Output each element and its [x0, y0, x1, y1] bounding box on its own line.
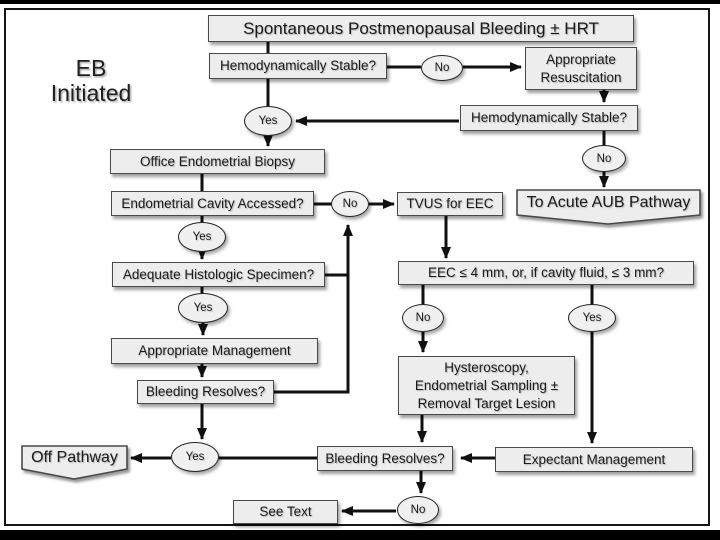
oval-yes-4: Yes: [568, 304, 616, 332]
off-pathway-shape: [21, 445, 128, 480]
arrow-bleeding1-up-to-no2: [274, 224, 353, 394]
oval-no-6: No: [397, 496, 439, 524]
plain-connectors: [200, 42, 606, 460]
node-adequate-histologic-specimen: Adequate Histologic Specimen?: [112, 262, 325, 287]
node-appropriate-management: Appropriate Management: [111, 338, 318, 364]
node-bleeding-resolves-2: Bleeding Resolves?: [317, 446, 453, 471]
oval-yes-5: Yes: [171, 442, 219, 472]
resuscitation-line2: Resuscitation: [540, 69, 622, 85]
oval-no-2: No: [331, 191, 369, 217]
label-off-pathway: Off Pathway: [31, 448, 118, 466]
hysteroscopy-line1: Hysteroscopy,: [444, 359, 529, 375]
oval-yes-2: Yes: [178, 222, 226, 252]
arrow-connectors: [130, 62, 609, 516]
oval-no-3: No: [582, 145, 626, 172]
label-acute-aub-pathway: To Acute AUB Pathway: [526, 193, 691, 211]
oval-yes-1: Yes: [244, 106, 292, 136]
eb-line2: Initiated: [50, 80, 132, 106]
node-endometrial-cavity-accessed: Endometrial Cavity Accessed?: [111, 191, 314, 216]
node-see-text: See Text: [233, 500, 338, 524]
eb-initiated-label: EB Initiated: [30, 56, 152, 106]
node-hemodynamically-stable-1: Hemodynamically Stable?: [209, 53, 387, 79]
bottom-border-bar: [0, 530, 720, 540]
resuscitation-line1: Appropriate: [546, 51, 616, 67]
oval-yes-3: Yes: [178, 293, 228, 323]
oval-no-1: No: [421, 55, 463, 81]
node-expectant-management: Expectant Management: [495, 447, 693, 472]
oval-no-4: No: [402, 304, 444, 332]
node-eec-question: EEC ≤ 4 mm, or, if cavity fluid, ≤ 3 mm?: [398, 261, 694, 285]
node-bleeding-resolves-1: Bleeding Resolves?: [137, 380, 274, 404]
node-tvus-for-eec: TVUS for EEC: [397, 192, 503, 216]
node-appropriate-resuscitation: Appropriate Resuscitation: [525, 47, 637, 90]
hysteroscopy-line3: Removal Target Lesion: [417, 395, 556, 411]
top-border-bar: [0, 0, 720, 4]
eb-line1: EB: [75, 55, 107, 81]
node-hemodynamically-stable-2: Hemodynamically Stable?: [460, 105, 638, 131]
hysteroscopy-line2: Endometrial Sampling ±: [414, 377, 559, 393]
node-hysteroscopy: Hysteroscopy, Endometrial Sampling ± Rem…: [398, 356, 575, 415]
node-office-endometrial-biopsy: Office Endometrial Biopsy: [110, 149, 325, 174]
acute-aub-pathway-shape: [516, 189, 701, 225]
node-title: Spontaneous Postmenopausal Bleeding ± HR…: [208, 15, 634, 42]
